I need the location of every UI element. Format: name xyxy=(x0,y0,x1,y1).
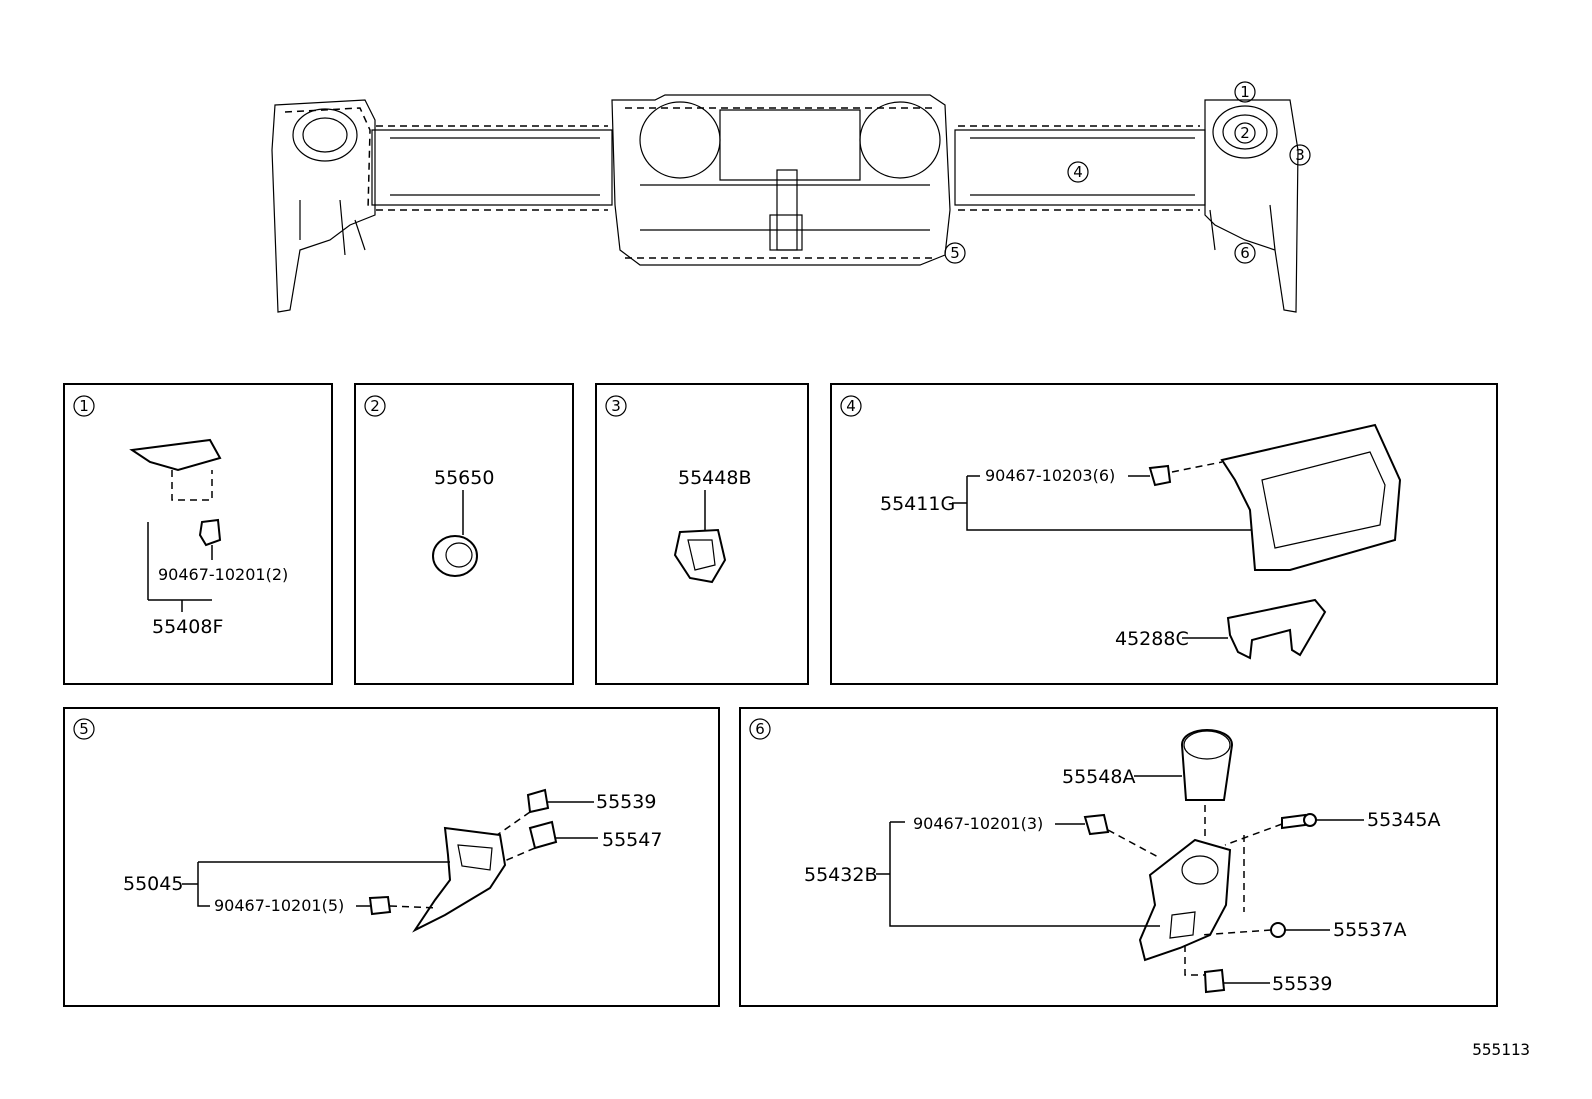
panel-6-screw-part xyxy=(1281,813,1306,830)
svg-text:5: 5 xyxy=(950,244,960,262)
overview-callout-4: 4 xyxy=(1067,161,1089,183)
panel-5: 5 55539 55547 55045 90467-10201(5) xyxy=(63,707,720,1007)
part-55537A: 55537A xyxy=(1333,919,1406,941)
panel-6-clip xyxy=(1083,813,1110,836)
part-55548A: 55548A xyxy=(1062,766,1135,788)
svg-text:1: 1 xyxy=(1240,83,1250,101)
panel-6-number: 6 xyxy=(755,720,765,738)
panel-4: 4 90467-10203(6) 55411G 45288C xyxy=(830,383,1498,685)
panel-1-cover-part xyxy=(129,438,222,472)
diagram-id: 555113 xyxy=(1472,1040,1530,1059)
part-55432B: 55432B xyxy=(804,864,877,886)
part-55650: 55650 xyxy=(434,467,494,489)
part-55547: 55547 xyxy=(602,829,662,851)
part-90467-10201-3: 90467-10201(3) xyxy=(913,814,1043,833)
part-55448B: 55448B xyxy=(678,467,751,489)
panel-6-lower-panel-part xyxy=(1138,838,1232,962)
part-55345A: 55345A xyxy=(1367,809,1440,831)
overview-callout-3: 3 xyxy=(1289,144,1311,166)
panel-4-number: 4 xyxy=(846,397,856,415)
svg-text:3: 3 xyxy=(1295,146,1305,164)
svg-text:4: 4 xyxy=(1073,163,1083,181)
svg-text:2: 2 xyxy=(1240,124,1250,142)
part-90467-10201-2: 90467-10201(2) xyxy=(158,565,288,584)
part-55411G: 55411G xyxy=(880,493,955,515)
svg-text:6: 6 xyxy=(1240,244,1250,262)
panel-3-number: 3 xyxy=(611,397,621,415)
panel-6-55537A-part xyxy=(1270,922,1286,938)
part-90467-10201-5: 90467-10201(5) xyxy=(214,896,344,915)
panel-5-55539-part xyxy=(526,788,550,814)
panel-3-bezel-part xyxy=(673,528,727,584)
part-55408F: 55408F xyxy=(152,616,223,638)
panel-2-register-part xyxy=(432,535,478,577)
overview-callout-5: 5 xyxy=(944,242,966,264)
instrument-panel-overview xyxy=(271,94,1299,313)
panel-3: 3 55448B xyxy=(595,383,809,685)
panel-6-cup-holder-part xyxy=(1180,729,1234,801)
panel-5-number: 5 xyxy=(79,720,89,738)
part-55539-a: 55539 xyxy=(596,791,656,813)
overview-callout-2: 2 xyxy=(1234,122,1256,144)
panel-5-lower-panel-part xyxy=(412,826,507,933)
panel-1: 1 90467-10201(2) 55408F xyxy=(63,383,333,685)
panel-5-clip xyxy=(368,895,392,916)
overview-callout-1: 1 xyxy=(1234,81,1256,103)
panel-2-number: 2 xyxy=(370,397,380,415)
overview-callouts: 1 2 3 4 5 6 xyxy=(944,81,1311,264)
panel-4-45288C-part xyxy=(1226,598,1327,660)
panel-2: 2 55650 xyxy=(354,383,574,685)
panel-1-clip xyxy=(198,518,222,547)
panel-6-55539-part xyxy=(1203,968,1226,994)
panel-4-clip xyxy=(1148,464,1172,487)
panel-6: 6 55548A 90467-10201(3) 55345A 55432B 55… xyxy=(739,707,1498,1007)
overview-callout-6: 6 xyxy=(1234,242,1256,264)
part-55045: 55045 xyxy=(123,873,183,895)
panel-1-number: 1 xyxy=(79,397,89,415)
panel-5-55547-part xyxy=(528,820,558,850)
panel-4-cluster-finish-panel xyxy=(1220,423,1402,571)
part-90467-10203-6: 90467-10203(6) xyxy=(985,466,1115,485)
part-45288C: 45288C xyxy=(1115,628,1189,650)
part-55539-b: 55539 xyxy=(1272,973,1332,995)
